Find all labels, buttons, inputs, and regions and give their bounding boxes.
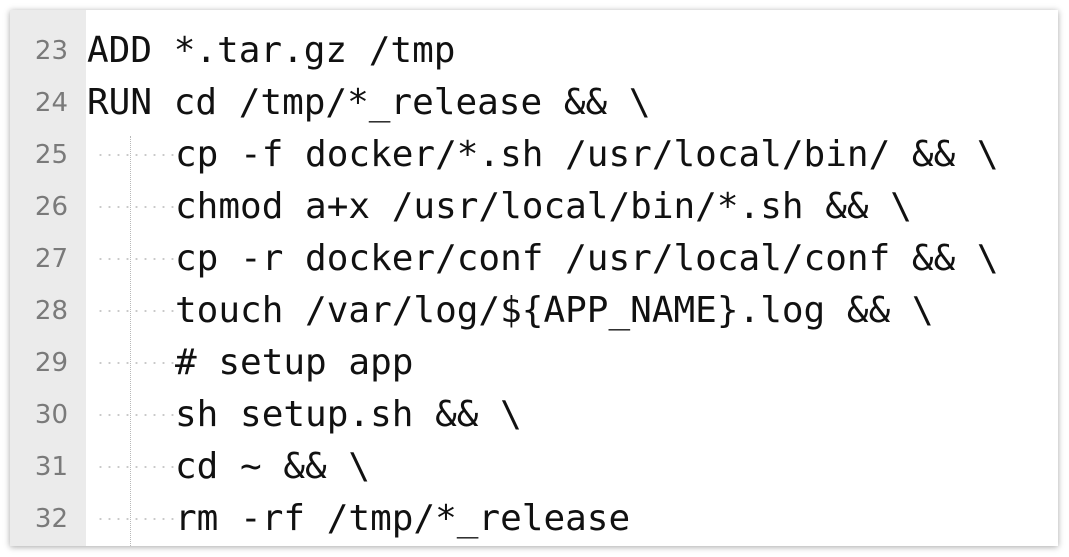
indent-whitespace-marker [96, 258, 174, 260]
line-number: 26 [34, 192, 68, 222]
line-number: 31 [34, 452, 68, 482]
line-number: 30 [34, 400, 68, 430]
indent-whitespace-marker [96, 414, 174, 416]
code-line-23[interactable]: 23 ADD *.tar.gz /tmp [10, 18, 1058, 71]
indent-guide [130, 136, 131, 546]
code-editor-window: 23 ADD *.tar.gz /tmp 24 RUN cd /tmp/*_re… [10, 10, 1058, 546]
code-text[interactable]: rm -rf /tmp/*_release [175, 498, 631, 539]
indent-whitespace-marker [96, 518, 174, 520]
indent-whitespace-marker [96, 206, 174, 208]
code-text[interactable]: chmod a+x /usr/local/bin/*.sh && \ [175, 186, 912, 227]
code-text[interactable]: sh setup.sh && \ [175, 394, 522, 435]
code-line-27[interactable]: 27 cp -r docker/conf /usr/local/conf && … [10, 226, 1058, 279]
line-number-gutter [10, 10, 86, 546]
line-number: 32 [34, 504, 68, 534]
code-text[interactable]: cd ~ && \ [175, 446, 371, 487]
line-number: 27 [34, 244, 68, 274]
code-line-28[interactable]: 28 touch /var/log/${APP_NAME}.log && \ [10, 278, 1058, 331]
code-text[interactable]: RUN cd /tmp/*_release && \ [87, 82, 651, 123]
code-line-30[interactable]: 30 sh setup.sh && \ [10, 382, 1058, 435]
line-number: 29 [34, 348, 68, 378]
code-line-26[interactable]: 26 chmod a+x /usr/local/bin/*.sh && \ [10, 174, 1058, 227]
code-text[interactable]: touch /var/log/${APP_NAME}.log && \ [175, 290, 934, 331]
line-number: 28 [34, 296, 68, 326]
line-number: 23 [34, 36, 68, 66]
indent-whitespace-marker [96, 154, 174, 156]
indent-whitespace-marker [96, 466, 174, 468]
code-line-29[interactable]: 29 # setup app [10, 330, 1058, 383]
code-text[interactable]: ADD *.tar.gz /tmp [87, 30, 456, 71]
indent-whitespace-marker [96, 310, 174, 312]
code-line-31[interactable]: 31 cd ~ && \ [10, 434, 1058, 487]
indent-whitespace-marker [96, 362, 174, 364]
code-line-24[interactable]: 24 RUN cd /tmp/*_release && \ [10, 70, 1058, 123]
code-line-25[interactable]: 25 cp -f docker/*.sh /usr/local/bin/ && … [10, 122, 1058, 175]
code-text[interactable]: cp -r docker/conf /usr/local/conf && \ [175, 238, 999, 279]
line-number: 24 [34, 88, 68, 118]
code-text[interactable]: # setup app [175, 342, 414, 383]
editor-lines: 23 ADD *.tar.gz /tmp 24 RUN cd /tmp/*_re… [10, 18, 1058, 539]
code-line-32[interactable]: 32 rm -rf /tmp/*_release [10, 486, 1058, 539]
line-number: 25 [34, 140, 68, 170]
code-text[interactable]: cp -f docker/*.sh /usr/local/bin/ && \ [175, 134, 999, 175]
